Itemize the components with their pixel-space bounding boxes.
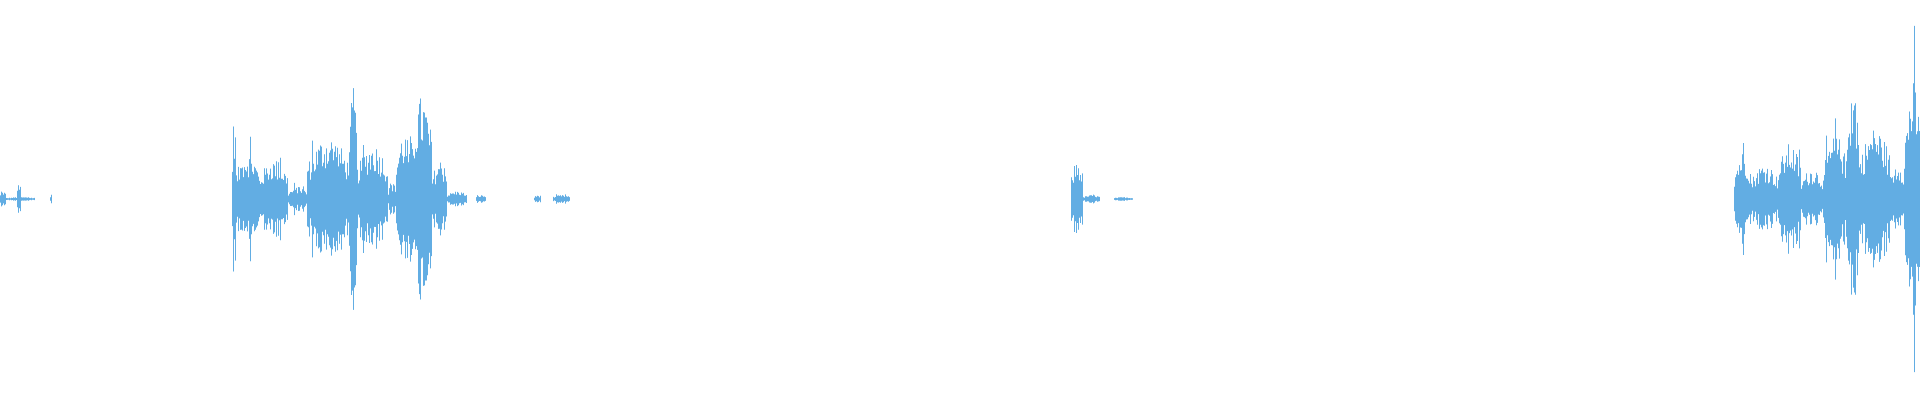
waveform-segment — [17, 185, 21, 213]
waveform-segment — [476, 195, 486, 203]
waveform-segment — [1778, 144, 1801, 254]
waveform-segment — [1083, 194, 1100, 204]
waveform-segment — [1734, 143, 1751, 255]
waveform-segment — [534, 195, 541, 203]
waveform-segment — [0, 191, 6, 207]
waveform-segment — [1891, 168, 1905, 230]
waveform-segment — [1859, 130, 1891, 268]
waveform-segment — [357, 145, 388, 253]
waveform-segment — [1751, 168, 1778, 230]
waveform-segment — [411, 98, 432, 300]
waveform-segment — [349, 88, 357, 310]
waveform-segment — [307, 140, 349, 258]
waveform-segment — [259, 157, 288, 241]
waveform-segment — [288, 182, 307, 216]
waveform-segment — [396, 136, 411, 262]
waveform-bars — [0, 25, 1920, 373]
waveform-segment — [388, 183, 396, 215]
waveform-segment — [553, 194, 570, 204]
waveform-segment — [432, 162, 447, 236]
waveform-segment — [50, 194, 52, 204]
waveform-segment — [232, 126, 236, 272]
waveform-segment — [1114, 197, 1133, 201]
waveform-segment — [236, 136, 259, 262]
waveform-segment — [1905, 25, 1920, 373]
waveform-segment — [1824, 118, 1847, 280]
waveform-segment — [1801, 172, 1824, 226]
waveform-segment — [1847, 103, 1859, 295]
waveform-segment — [447, 191, 467, 207]
waveform-segment — [1071, 165, 1083, 233]
